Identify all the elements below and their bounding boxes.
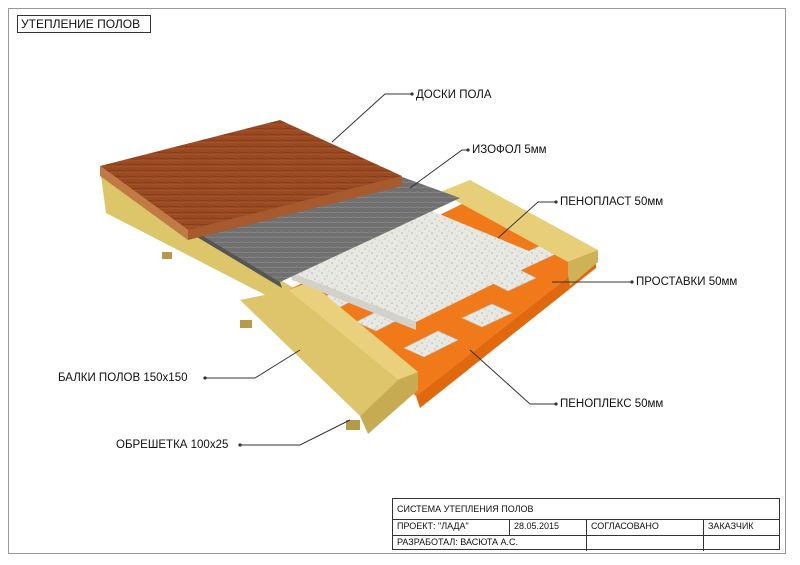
- leader-dots: [203, 92, 634, 447]
- label-floor-boards: ДОСКИ ПОЛА: [416, 89, 492, 101]
- label-penoplast: ПЕНОПЛАСТ 50мм: [560, 196, 664, 208]
- stamp-developer: РАЗРАБОТАЛ: ВАСЮТА А.С.: [397, 537, 519, 547]
- floor-boards-side: [188, 176, 402, 240]
- label-penoplex: ПЕНОПЛЕКС 50мм: [560, 398, 664, 410]
- drawing-title: УТЕПЛЕНИЕ ПОЛОВ: [17, 15, 151, 33]
- penoplex-edge: [416, 255, 596, 408]
- lathing-stubs: [162, 252, 360, 430]
- right-beam-top: [440, 180, 598, 262]
- leader-lines: [205, 93, 632, 446]
- front-beam-front: [360, 372, 418, 434]
- penoplast-sheet: [290, 206, 546, 322]
- izofol-layer: [190, 166, 460, 282]
- stamp-customer-sign: [703, 536, 779, 551]
- stamp-approved-sign: [586, 536, 701, 551]
- front-beam-top: [288, 282, 418, 380]
- label-izofol: ИЗОФОЛ 5мм: [472, 144, 547, 156]
- izofol-edge: [190, 228, 282, 288]
- label-spacers: ПРОСТАВКИ 50мм: [636, 276, 738, 288]
- floor-boards-front: [100, 166, 188, 240]
- stamp-approved: СОГЛАСОВАНО: [586, 520, 701, 536]
- stamp-system: СИСТЕМА УТЕПЛЕНИЯ ПОЛОВ: [397, 504, 534, 514]
- label-beams: БАЛКИ ПОЛОВ 150х150: [58, 372, 188, 384]
- drawing-frame: [8, 8, 786, 554]
- penoplast-edge: [290, 272, 416, 330]
- front-beam-side: [240, 290, 398, 416]
- stamp-date: 28.05.2015: [509, 520, 584, 536]
- label-lathing: ОБРЕШЕТКА 100х25: [116, 439, 229, 451]
- floor-boards-top: [100, 120, 402, 230]
- stamp-customer: ЗАКАЗЧИК: [703, 520, 779, 536]
- stamp-project: ПРОЕКТ: "ЛАДА": [397, 521, 469, 531]
- title-block: СИСТЕМА УТЕПЛЕНИЯ ПОЛОВ ПРОЕКТ: "ЛАДА" 2…: [392, 498, 780, 551]
- right-beam-side: [568, 250, 598, 286]
